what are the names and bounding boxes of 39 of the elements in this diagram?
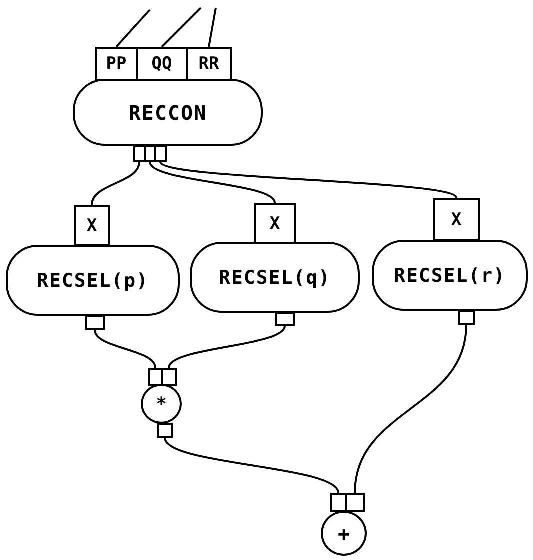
port-box: [95, 47, 138, 81]
port-box: [186, 47, 232, 81]
port-box: [458, 310, 475, 325]
port-box: [161, 368, 177, 386]
port-box: [154, 145, 167, 162]
node-label: RECSEL(r): [394, 264, 506, 286]
input-line: [161, 7, 202, 48]
connector-line: [91, 162, 140, 206]
connector-line: [164, 438, 340, 494]
port-box: [254, 203, 296, 244]
function-block: [190, 242, 360, 313]
port-box: [85, 315, 105, 330]
function-block: [6, 245, 180, 316]
operator-circle: [141, 384, 182, 424]
node-label: RR: [198, 54, 220, 74]
connector-line: [94, 330, 156, 368]
function-block: [372, 240, 528, 311]
operator-symbol: *: [156, 394, 167, 414]
port-box: [433, 198, 480, 241]
port-box: [275, 312, 295, 326]
node-label: X: [270, 214, 280, 234]
node-label: RECSEL(p): [37, 270, 149, 292]
port-box: [345, 493, 365, 512]
node-label: RECSEL(q): [219, 266, 331, 288]
operator-circle: [321, 511, 367, 556]
node-label: PP: [106, 54, 127, 74]
node-label: X: [86, 216, 98, 236]
node-label: X: [451, 210, 462, 230]
input-line: [208, 8, 217, 48]
input-line: [116, 9, 151, 48]
connector-line: [168, 326, 286, 368]
connector-line: [149, 162, 276, 204]
node-label: QQ: [152, 54, 172, 74]
port-box: [157, 423, 173, 438]
connector-line: [160, 161, 458, 199]
connector-line: [354, 324, 468, 494]
node-label: RECCON: [128, 100, 208, 124]
operator-symbol: +: [338, 522, 350, 546]
port-box: [74, 205, 110, 246]
